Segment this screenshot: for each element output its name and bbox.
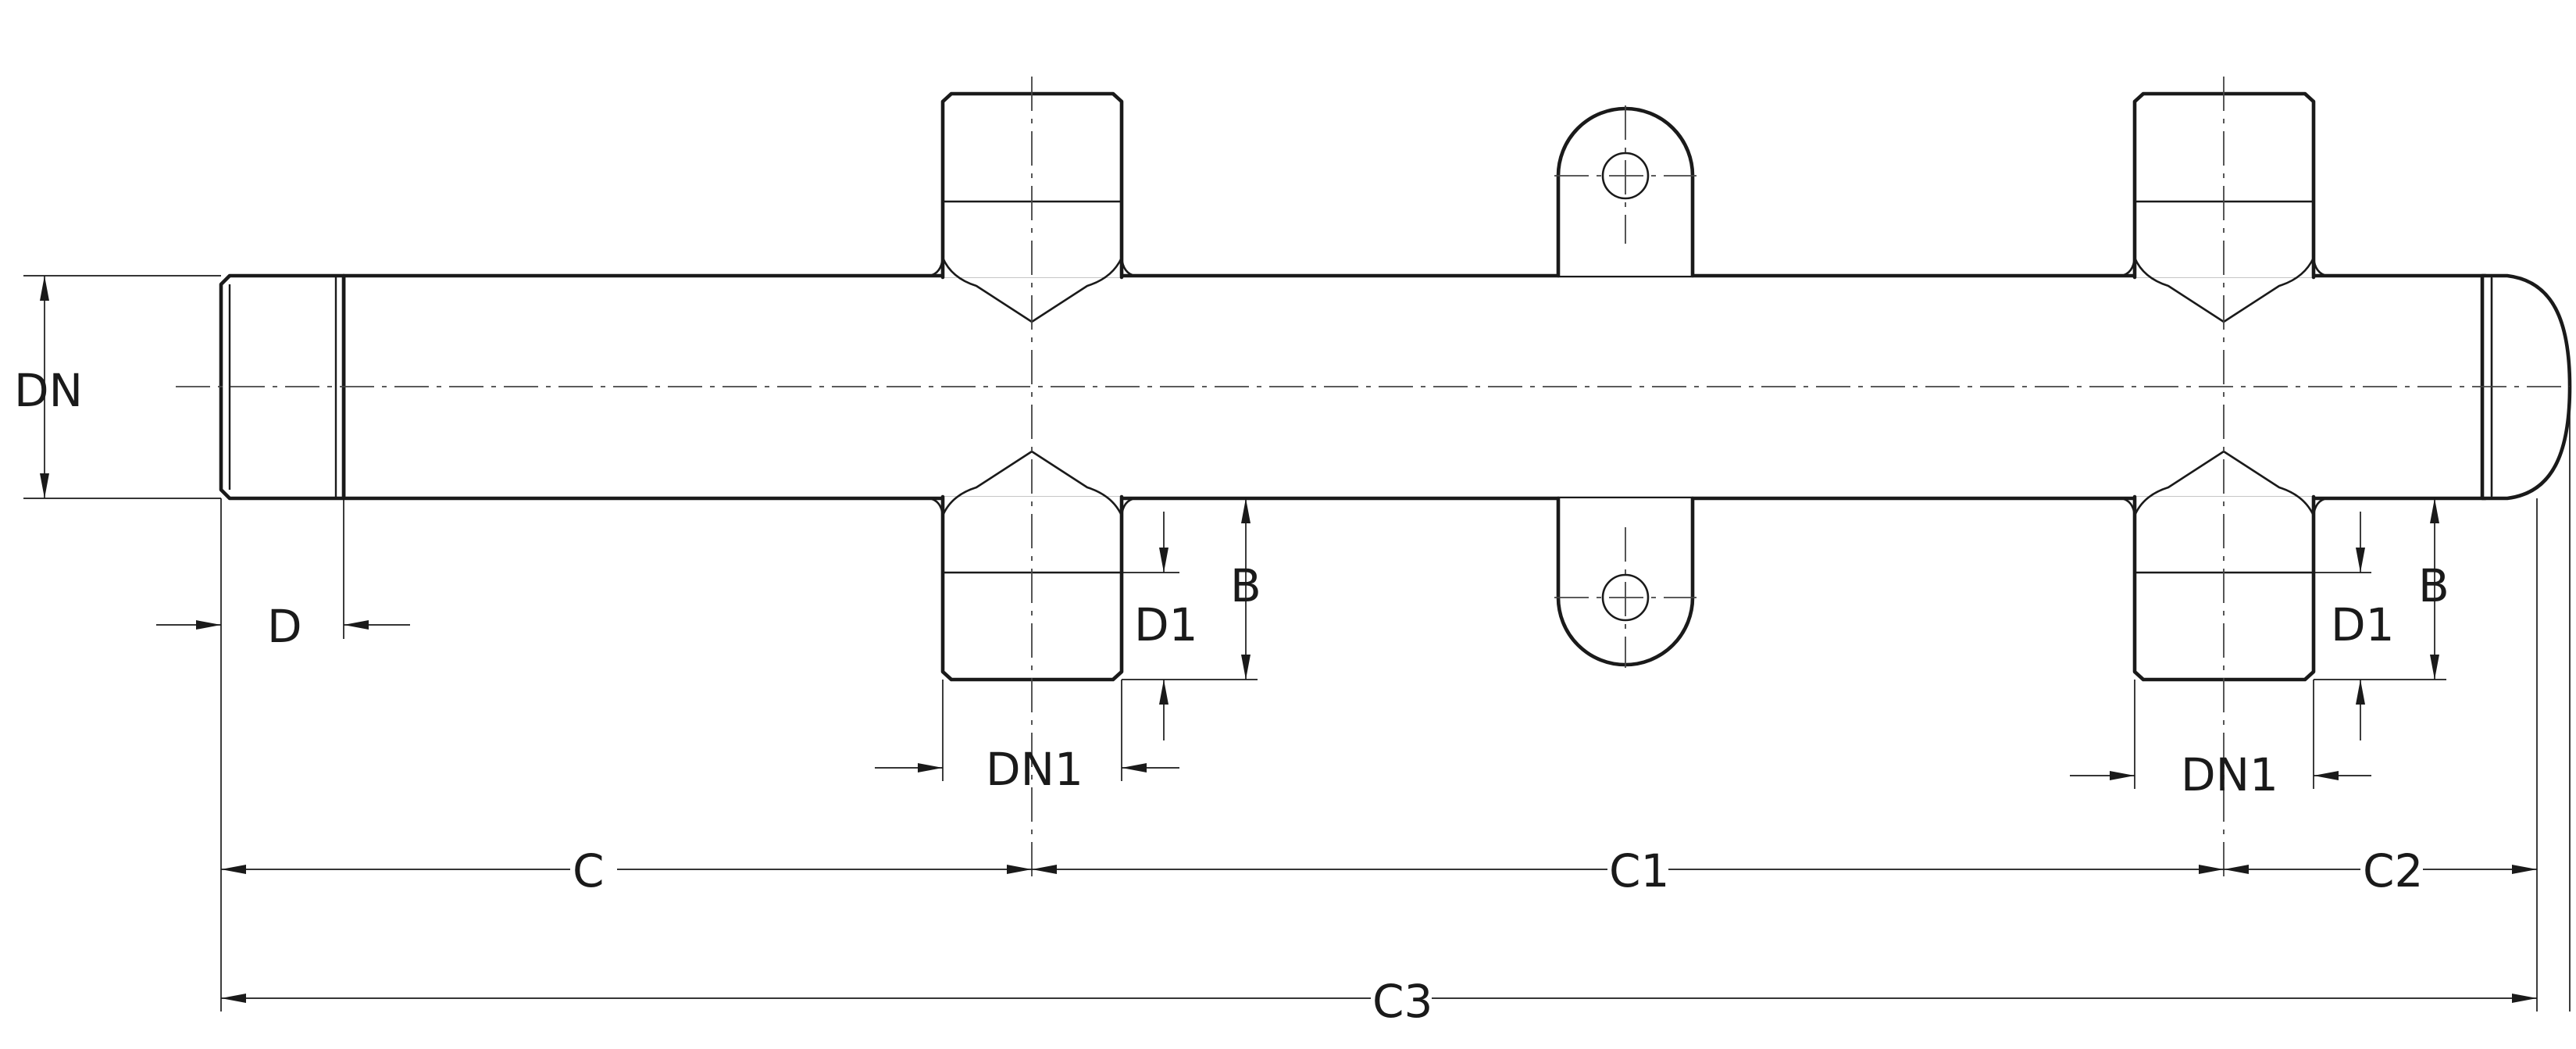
c2-label: C2 (2363, 844, 2423, 897)
d1-left-label: D1 (1134, 598, 1198, 651)
c3-label: C3 (1372, 975, 1432, 1028)
dimension-left-outlet: D1 B DN1 (875, 498, 1261, 796)
dimension-dn: DN (14, 275, 221, 499)
dimension-d: D (156, 498, 410, 1012)
c-label: C (573, 844, 605, 897)
dimension-right-outlet: D1 B DN1 (2070, 498, 2449, 801)
end-cap (2480, 273, 2572, 501)
dn1-right-label: DN1 (2181, 748, 2278, 801)
dn-label: DN (14, 364, 83, 417)
d-label: D (267, 600, 302, 653)
dn1-left-label: DN1 (986, 743, 1083, 796)
dimension-lengths: C C1 C2 C3 (221, 387, 2571, 1028)
d1-right-label: D1 (2331, 598, 2395, 651)
b-right-label: B (2418, 559, 2449, 612)
b-left-label: B (1230, 559, 1261, 612)
c1-label: C1 (1609, 844, 1669, 897)
threaded-inlet-end (219, 273, 346, 501)
centre-lines (176, 77, 2570, 883)
